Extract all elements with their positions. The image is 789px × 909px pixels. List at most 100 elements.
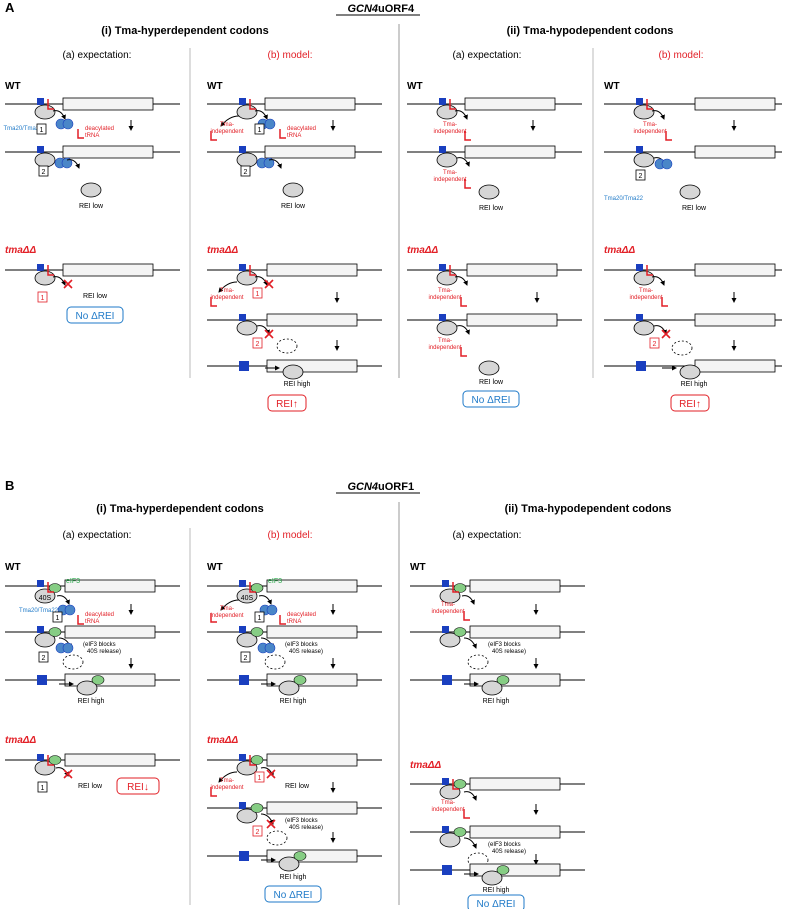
ribosome-40s: [236, 632, 258, 648]
gcn4-orf-box: [264, 145, 356, 159]
trna-icon: [464, 179, 471, 189]
ribosome-40s: [236, 270, 258, 286]
step-box: [240, 651, 251, 663]
eif3-block-label: 40S release): [289, 649, 323, 655]
trna-icon: [47, 265, 54, 276]
curve-arrow: [456, 157, 470, 167]
outcome-box: [467, 894, 525, 909]
trna-icon: [449, 99, 456, 110]
mutant-label: tmaΔΔ: [5, 735, 36, 746]
uorf-block: [239, 314, 246, 321]
tma-independent-label: independent: [431, 609, 464, 615]
block-x-icon: [264, 279, 274, 289]
eif3-block-label: (eIF3 blocks: [83, 642, 116, 648]
tma22-icon: [64, 604, 76, 616]
tma22-icon: [266, 604, 278, 616]
curve-arrow: [454, 110, 468, 120]
rei-label: REI low: [479, 379, 504, 386]
mutant-label: tmaΔΔ: [604, 245, 635, 256]
rei-label: REI high: [681, 381, 708, 388]
trna-icon: [210, 613, 217, 623]
40s-label: 40S: [241, 595, 254, 602]
uorf-block: [439, 98, 446, 105]
trna-icon: [452, 582, 459, 593]
mutant-label: tmaΔΔ: [410, 760, 441, 771]
rei-label: REI low: [281, 203, 306, 210]
section-title: (ii) Tma-hypodependent codons: [507, 25, 674, 37]
step-box: [252, 337, 263, 349]
ribosome-40s: [282, 364, 304, 380]
uorf-block: [442, 580, 449, 587]
curve-arrow: [52, 110, 66, 120]
panel-b-uorf: uORF1: [378, 481, 414, 493]
outcome-box: [267, 394, 307, 412]
ribosome-40s: [80, 182, 102, 198]
curve-arrow: [651, 110, 665, 120]
uorf-block: [239, 361, 249, 371]
uorf-block: [37, 754, 44, 761]
wt-label: WT: [410, 562, 426, 573]
tma-independent-label: Tma-: [639, 288, 653, 294]
ribosome-40s: [633, 152, 655, 168]
ribosome-40s: [633, 270, 655, 286]
mutant-label: tmaΔΔ: [207, 735, 238, 746]
trna-icon: [661, 297, 668, 307]
block-x-icon: [266, 769, 276, 779]
rei-label: REI high: [483, 887, 510, 894]
column-title: (b) model:: [267, 50, 312, 61]
ribosome-40s: [679, 364, 701, 380]
outcome-box: [670, 394, 710, 412]
gcn4-orf-box: [62, 263, 154, 277]
uorf-block: [37, 146, 44, 153]
step-number: 2: [42, 655, 46, 662]
trna-icon: [464, 131, 471, 141]
curve-arrow: [461, 595, 475, 605]
step-box: [252, 287, 263, 299]
wt-label: WT: [207, 81, 223, 92]
tma-independent-label: Tma-: [441, 800, 455, 806]
eif3-icon: [91, 675, 105, 685]
tma-independent-label: independent: [433, 129, 466, 135]
eif3-block-label: (eIF3 blocks: [488, 842, 521, 848]
curve-arrow: [52, 276, 66, 286]
uorf-block: [636, 264, 643, 271]
uorf-block: [439, 146, 446, 153]
uorf-block: [239, 675, 249, 685]
gcn4-orf-box: [62, 145, 154, 159]
step-number: 1: [56, 615, 60, 622]
deacylated-trna-label: tRNA: [287, 619, 301, 625]
tma-independent-label: independent: [629, 295, 662, 301]
step-box: [36, 123, 47, 135]
block-x-icon: [266, 819, 276, 829]
ribosome-40s: [236, 320, 258, 336]
eif3-icon: [453, 827, 467, 837]
trna-icon: [646, 99, 653, 110]
curve-arrow: [456, 325, 470, 335]
released-40s: [62, 654, 84, 670]
ribosome-40s: [236, 808, 258, 824]
column-title: (a) expectation:: [453, 530, 522, 541]
gcn4-orf-box: [64, 625, 156, 639]
trna-icon: [47, 99, 54, 110]
tma-independent-label: independent: [210, 613, 243, 619]
outcome-box: [264, 885, 322, 903]
step-box: [37, 781, 48, 793]
column-title: (a) expectation:: [63, 530, 132, 541]
gcn4-orf-box: [64, 579, 156, 593]
tma22-icon: [264, 642, 276, 654]
released-40s: [467, 654, 489, 670]
ribosome-40s: [34, 632, 56, 648]
gcn4-orf-box: [694, 145, 776, 159]
rei-label: REI high: [284, 381, 311, 388]
wt-label: WT: [5, 81, 21, 92]
wt-label: WT: [407, 81, 423, 92]
tma22-icon: [62, 642, 74, 654]
gcn4-orf-box: [464, 145, 556, 159]
column-title: (b) model:: [267, 530, 312, 541]
curve-arrow: [463, 637, 477, 649]
deacylated-trna-label: deacylated: [85, 126, 114, 132]
deacylated-trna-label: deacylated: [287, 612, 316, 618]
uorf-block: [442, 626, 449, 633]
deacylated-trna-label: deacylated: [287, 126, 316, 132]
trna-icon: [210, 787, 217, 797]
